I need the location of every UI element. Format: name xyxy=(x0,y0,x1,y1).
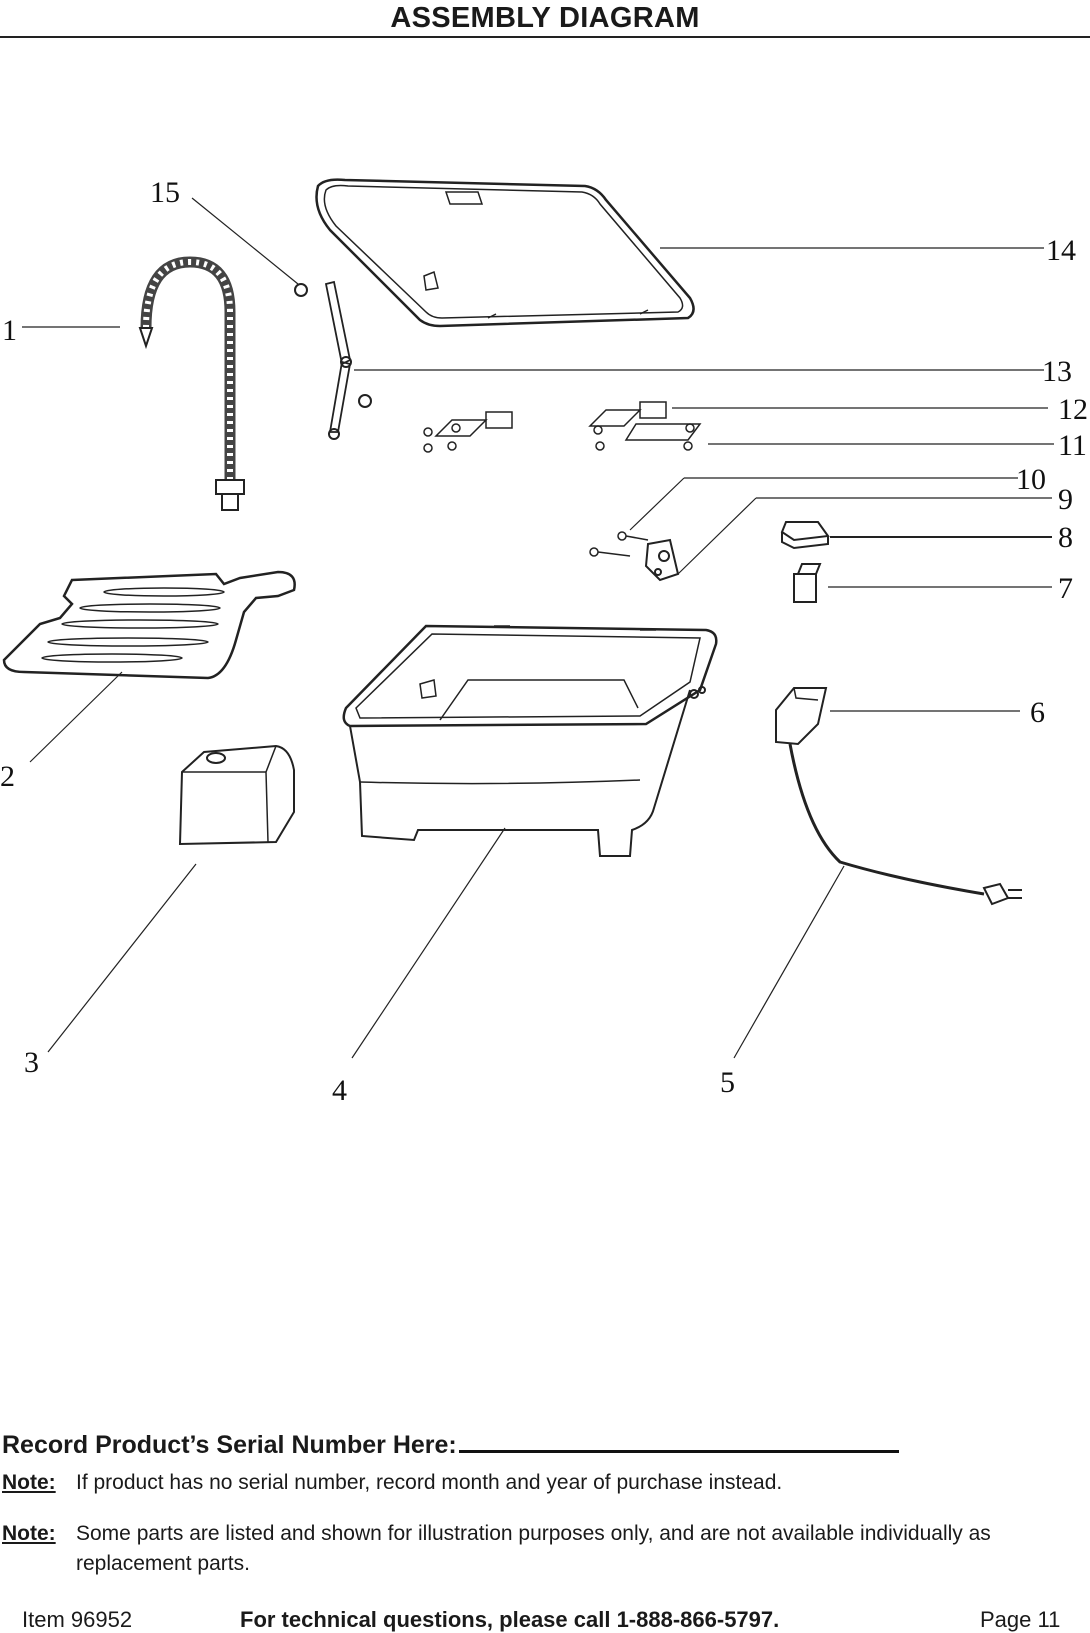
callout-7: 7 xyxy=(1058,572,1073,605)
part-8-switch-cover xyxy=(780,521,830,550)
title-bar: ASSEMBLY DIAGRAM xyxy=(0,0,1090,38)
part-2-shelf xyxy=(2,570,296,680)
leader-lines xyxy=(22,197,1054,1059)
part-4-tub xyxy=(342,624,718,857)
callout-4: 4 xyxy=(332,1074,347,1100)
part-3-pump xyxy=(178,744,295,846)
assembly-diagram: 1 2 3 4 5 6 7 8 9 10 11 12 13 14 15 xyxy=(0,176,1088,1100)
part-14-lid xyxy=(315,178,695,328)
note-label: Note: xyxy=(2,1471,56,1494)
callout-13: 13 xyxy=(1042,355,1072,388)
serial-number-record: Record Product’s Serial Number Here: xyxy=(2,1426,899,1460)
serial-number-label: Record Product’s Serial Number Here: xyxy=(2,1431,457,1459)
callout-10: 10 xyxy=(1016,463,1046,496)
callout-5: 5 xyxy=(720,1066,735,1099)
part-11-screws xyxy=(423,423,702,453)
callout-12: 12 xyxy=(1058,393,1088,426)
callout-8: 8 xyxy=(1058,521,1073,554)
part-7-switch xyxy=(793,563,822,603)
part-15-nut xyxy=(294,283,372,408)
note-label: Note: xyxy=(2,1522,56,1545)
footer-support-phone: For technical questions, please call 1-8… xyxy=(240,1607,780,1632)
part-1-flexible-nozzle xyxy=(138,256,245,511)
callout-9: 9 xyxy=(1058,483,1073,516)
callout-labels: 1 2 3 4 5 6 7 8 9 10 11 12 13 14 15 xyxy=(0,176,1088,1100)
callout-1: 1 xyxy=(2,314,17,347)
part-6-switch-box xyxy=(775,687,828,746)
callout-3: 3 xyxy=(24,1046,39,1079)
callout-11: 11 xyxy=(1058,429,1087,462)
part-5-power-cord xyxy=(788,743,1022,906)
note-text: If product has no serial number, record … xyxy=(76,1471,783,1494)
note-serial: Note: If product has no serial number, r… xyxy=(2,1468,1002,1498)
part-10-screws xyxy=(589,531,649,557)
callout-15: 15 xyxy=(150,176,180,209)
serial-number-blank xyxy=(458,1426,899,1453)
note-parts: Note: Some parts are listed and shown fo… xyxy=(2,1519,1002,1579)
part-13-hinge-arm xyxy=(324,280,352,440)
note-text: Some parts are listed and shown for illu… xyxy=(76,1522,991,1575)
callout-14: 14 xyxy=(1046,234,1076,267)
callout-2: 2 xyxy=(0,760,15,793)
part-12-bracket xyxy=(434,401,667,437)
callout-6: 6 xyxy=(1030,696,1045,729)
part-9-switch-housing xyxy=(644,538,680,582)
page-title: ASSEMBLY DIAGRAM xyxy=(390,2,700,34)
footer-item-number: Item 96952 xyxy=(22,1607,133,1632)
footer-page-number: Page 11 xyxy=(980,1607,1061,1632)
